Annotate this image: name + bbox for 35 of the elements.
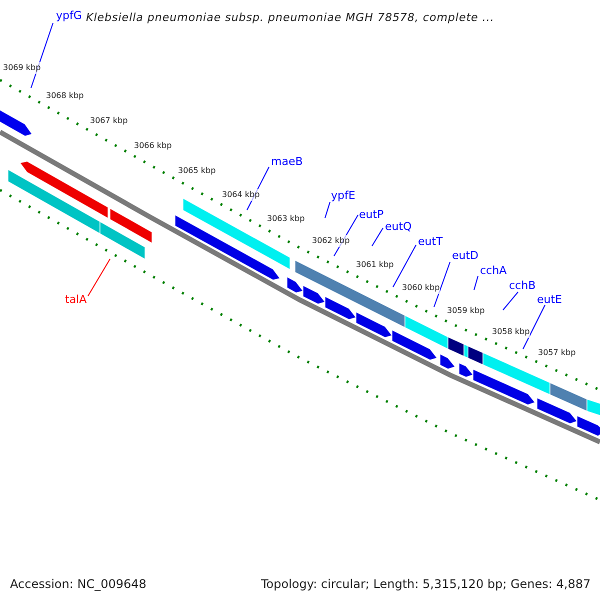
scale-label: 3059 kbp <box>447 305 485 317</box>
footer-text: Topology: circular; Length: 5,315,120 bp; Genes: 4,887 <box>261 576 591 593</box>
leader-line <box>324 202 330 218</box>
gene-label: eutD <box>452 249 479 262</box>
scale-label: 3062 kbp <box>312 235 350 247</box>
leader-line <box>474 276 478 290</box>
scale-label: 3058 kbp <box>492 326 530 338</box>
scale-label: 3065 kbp <box>178 165 216 177</box>
leader-line <box>434 262 450 308</box>
leader-line <box>88 258 110 296</box>
scale-label: 3063 kbp <box>267 213 305 225</box>
footer-text: Accession: NC_009648 <box>10 576 146 593</box>
gene-label: eutE <box>537 293 562 306</box>
leader-line <box>392 244 416 288</box>
scale-label: 3064 kbp <box>222 189 260 201</box>
leader-line <box>372 228 384 246</box>
leader-line <box>522 304 546 350</box>
gene-label: eutQ <box>385 220 412 233</box>
gene-label: ypfE <box>331 189 356 202</box>
gene-label: eutT <box>418 235 443 248</box>
scale-label: 3057 kbp <box>538 347 576 359</box>
gene-label: talA <box>65 293 87 306</box>
scale-label: 3067 kbp <box>90 115 128 127</box>
gene-label: ypfG <box>56 9 82 22</box>
scale-label: 3068 kbp <box>46 90 84 102</box>
gene-label: maeB <box>271 155 303 168</box>
gene-label: cchA <box>480 264 507 277</box>
gene-label: cchB <box>509 279 536 292</box>
gene-label: eutP <box>359 208 384 221</box>
scale-label: 3061 kbp <box>356 259 394 271</box>
scale-label: 3066 kbp <box>134 140 172 152</box>
title: Klebsiella pneumoniae subsp. pneumoniae MGH 78578, complete ... <box>86 10 494 26</box>
leader-line <box>502 292 518 310</box>
scale-label: 3060 kbp <box>402 282 440 294</box>
scale-label: 3069 kbp <box>3 62 41 74</box>
